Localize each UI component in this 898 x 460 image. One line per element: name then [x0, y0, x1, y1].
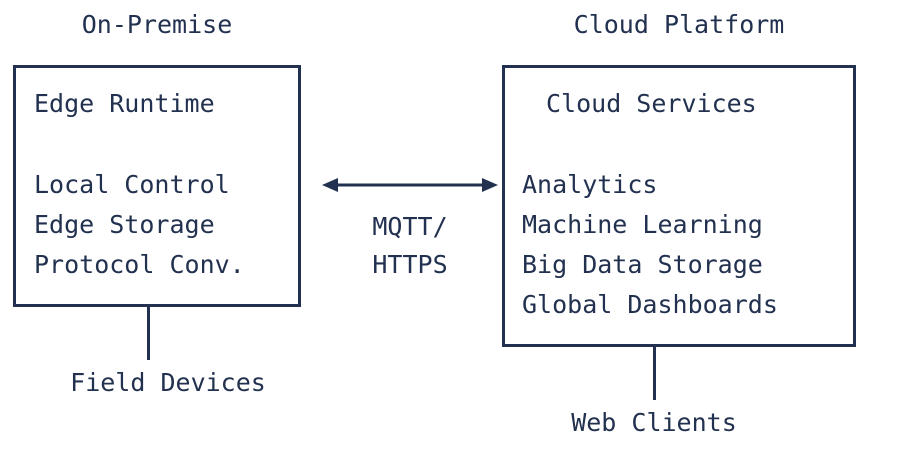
- cloud-platform-item-global-dashboards: Global Dashboards: [522, 290, 778, 319]
- cloud-platform-box: [502, 65, 856, 347]
- cloud-platform-item-machine-learning: Machine Learning: [522, 210, 763, 239]
- web-clients-label: Web Clients: [571, 408, 737, 437]
- on-premise-to-field-devices-connector: [147, 307, 150, 360]
- field-devices-label: Field Devices: [70, 368, 266, 397]
- on-premise-box-heading: Edge Runtime: [34, 89, 215, 118]
- cloud-platform-item-analytics: Analytics: [522, 170, 658, 199]
- cloud-platform-to-web-clients-connector: [653, 347, 656, 400]
- on-premise-box: [13, 65, 301, 307]
- cloud-platform-box-heading: Cloud Services: [546, 89, 757, 118]
- protocol-label-line-1: MQTT/: [372, 212, 448, 241]
- on-premise-item-edge-storage: Edge Storage: [34, 210, 215, 239]
- on-premise-item-protocol-conv: Protocol Conv.: [34, 250, 245, 279]
- cloud-platform-item-big-data-storage: Big Data Storage: [522, 250, 763, 279]
- on-premise-item-local-control: Local Control: [34, 170, 230, 199]
- left-group-title: On-Premise: [81, 10, 233, 39]
- right-group-title: Cloud Platform: [573, 10, 785, 39]
- protocol-label-line-2: HTTPS: [372, 250, 448, 279]
- bidirectional-arrow-icon: [322, 174, 498, 196]
